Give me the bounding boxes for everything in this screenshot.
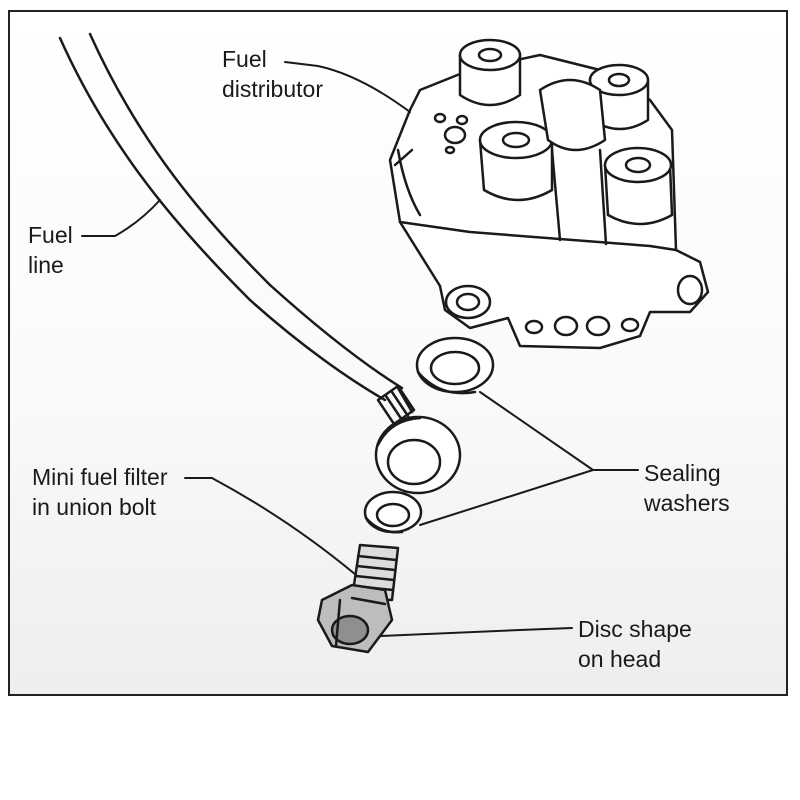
label-mini-fuel-filter-line1: Mini fuel filter xyxy=(32,464,168,490)
leader-mini-filter xyxy=(185,478,356,575)
upper-sealing-washer xyxy=(417,338,493,393)
fuel-line-pipe xyxy=(60,34,402,400)
label-fuel-line-line1: Fuel xyxy=(28,222,73,248)
leader-fuel-distributor xyxy=(285,62,410,112)
line-fitting xyxy=(378,386,414,424)
leader-disc-shape xyxy=(380,628,572,636)
leader-lines xyxy=(82,62,638,636)
label-disc-shape-line1: Disc shape xyxy=(578,616,692,642)
label-fuel-line: Fuel line xyxy=(28,220,73,280)
lower-sealing-washer xyxy=(365,492,421,532)
union-bolt xyxy=(318,545,398,652)
label-mini-fuel-filter-line2: in union bolt xyxy=(32,494,157,520)
banjo-ring xyxy=(376,417,460,493)
label-disc-shape-line2: on head xyxy=(578,646,662,672)
label-mini-fuel-filter: Mini fuel filter in union bolt xyxy=(32,462,167,522)
leader-fuel-line xyxy=(82,200,160,236)
leader-washer-lower xyxy=(420,470,593,525)
label-sealing-washers: Sealing washers xyxy=(644,458,730,518)
label-sealing-washers-line1: Sealing xyxy=(644,460,721,486)
fuel-distributor-body xyxy=(390,40,708,348)
label-fuel-distributor-line2: distributor xyxy=(222,76,323,102)
label-fuel-distributor-line1: Fuel xyxy=(222,46,267,72)
leader-washer-upper xyxy=(480,392,593,470)
distributor-ports xyxy=(460,40,672,244)
label-fuel-distributor: Fuel distributor xyxy=(222,44,323,104)
label-sealing-washers-line2: washers xyxy=(644,490,730,516)
label-disc-shape: Disc shape on head xyxy=(578,614,692,674)
label-fuel-line-line2: line xyxy=(28,252,64,278)
